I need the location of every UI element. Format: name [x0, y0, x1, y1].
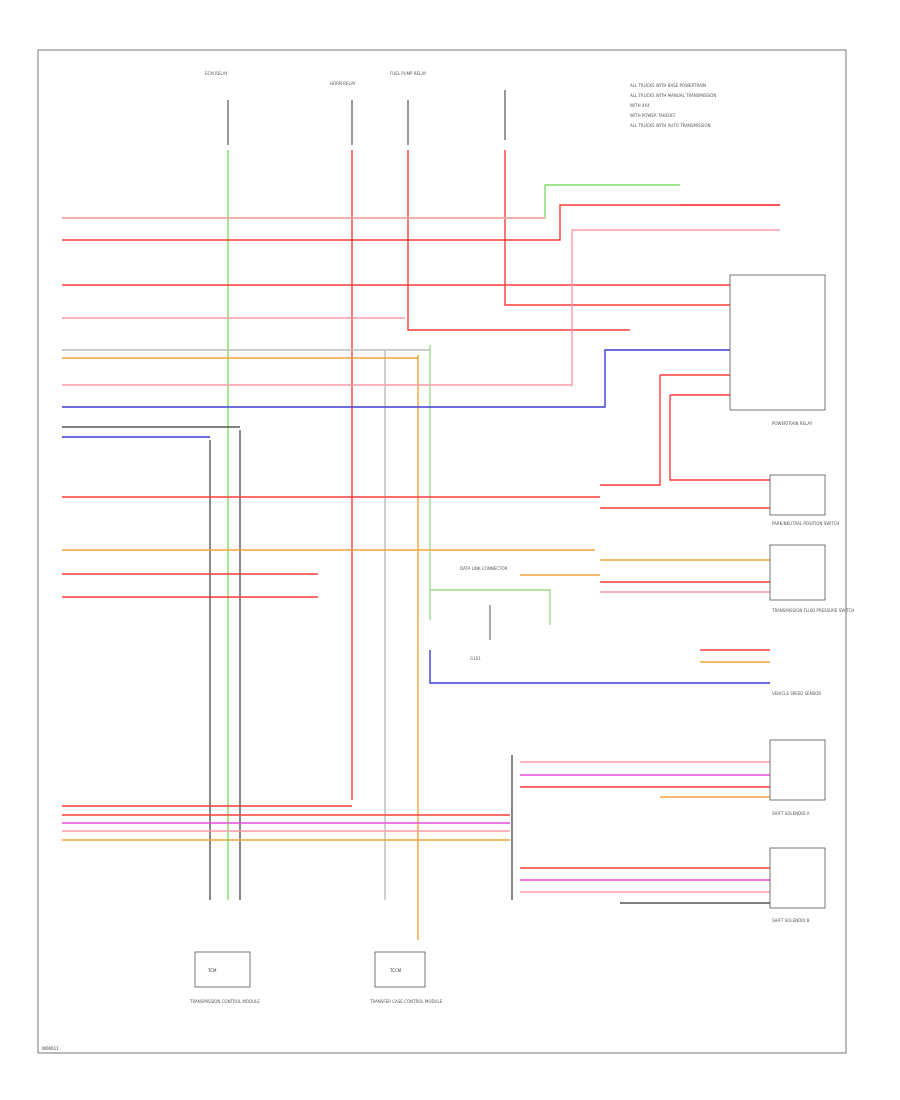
legend-item: ALL TRUCKS WITH BASE POWERTRAIN — [630, 83, 706, 88]
legend-item: ALL TRUCKS WITH AUTO TRANSMISSION — [630, 123, 711, 128]
diagram-frame — [37, 49, 847, 1054]
legend-item: WITH 4X4 — [630, 103, 650, 108]
park-neutral-switch-box — [769, 474, 826, 516]
module-label: TRANSMISSION CONTROL MODULE — [189, 999, 260, 1004]
module-label: TRANSFER CASE CONTROL MODULE — [369, 999, 443, 1004]
module-inner-label: TCCM — [389, 968, 402, 973]
horizontal-wires — [62, 184, 780, 841]
component-label: POWERTRAIN RELAY — [772, 421, 813, 426]
top-fuse-drops — [227, 90, 506, 145]
component-label: SHIFT SOLENOID B — [772, 918, 810, 923]
component-label: PARK/NEUTRAL POSITION SWITCH — [772, 521, 839, 526]
center-connector: DATA LINK CONNECTOR G101 — [460, 566, 508, 661]
component-label: DATA LINK CONNECTOR — [460, 566, 508, 571]
relay-label: FUEL PUMP RELAY — [390, 71, 427, 76]
component-label: TRANSMISSION FLUID PRESSURE SWITCH — [771, 608, 854, 613]
relay-label: HORN RELAY — [330, 81, 356, 86]
tcm-box — [194, 951, 251, 988]
component-label: SHIFT SOLENOID A — [772, 811, 810, 816]
component-label: G101 — [470, 656, 481, 661]
right-components: POWERTRAIN RELAY PARK/NEUTRAL POSITION S… — [729, 274, 854, 923]
lower-modules: TCM TRANSMISSION CONTROL MODULE TCCM TRA… — [189, 951, 443, 1004]
vertical-wires — [209, 150, 730, 940]
right-wires — [429, 204, 780, 904]
powertrain-relay-box — [729, 274, 826, 411]
legend: ALL TRUCKS WITH BASE POWERTRAIN ALL TRUC… — [630, 83, 716, 128]
figure-id: W00011 — [42, 1046, 59, 1051]
component-label: VEHICLE SPEED SENSOR — [772, 691, 821, 696]
tccm-box — [374, 951, 426, 988]
shift-solenoid-a-box — [769, 739, 826, 801]
relay-label: ECM RELAY — [205, 71, 228, 76]
pressure-switch-box — [769, 544, 826, 601]
module-inner-label: TCM — [207, 968, 217, 973]
legend-item: ALL TRUCKS WITH MANUAL TRANSMISSION — [630, 93, 716, 98]
shift-solenoid-b-box — [769, 847, 826, 909]
legend-item: WITH POWER TAKEOFF — [630, 113, 676, 118]
